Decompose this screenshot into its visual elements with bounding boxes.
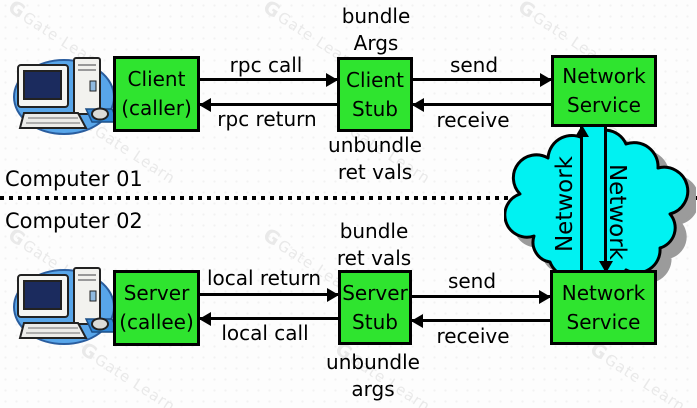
rpc-return-arrow: [199, 98, 337, 112]
server-stub-line1: Server: [342, 280, 408, 305]
local-call-arrow: [199, 312, 338, 326]
receive-label-bottom: receive: [436, 324, 510, 348]
network-channel: [580, 127, 607, 270]
server-stub-line2: Stub: [352, 309, 398, 334]
client-box: Client (caller): [113, 56, 200, 132]
unbundle-retvals-line1: unbundle: [328, 133, 422, 157]
network-service-top-line1: Network: [562, 64, 646, 88]
unbundle-args-label: unbundle args: [313, 349, 433, 403]
client-stub-box: Client Stub: [337, 57, 413, 132]
client-stub-line1: Client: [346, 67, 404, 92]
rpc-return-label: rpc return: [217, 107, 317, 131]
receive-label-top: receive: [436, 108, 510, 132]
watermark-text: GGate Learn: [586, 338, 689, 408]
bundle-retvals-line2: ret vals: [336, 246, 412, 270]
local-return-arrow: [200, 288, 339, 302]
network-service-bottom-line2: Service: [566, 309, 641, 334]
local-call-label: local call: [221, 321, 309, 345]
computer1-label: Computer 01: [5, 167, 143, 191]
computer-boundary-divider: [0, 196, 697, 200]
network-service-bottom-line1: Network: [561, 280, 646, 305]
bundle-retvals-line1: bundle: [339, 219, 409, 243]
computer-icon: [13, 57, 118, 135]
send-label-top: send: [449, 53, 499, 77]
client-box-line1: Client: [127, 67, 186, 91]
network-service-top-line2: Service: [567, 93, 641, 117]
server-box: Server (callee): [113, 270, 200, 346]
downlink-arrow: [599, 126, 613, 273]
server-box-line2: (callee): [119, 310, 194, 334]
send-arrow-bottom: [412, 290, 551, 304]
receive-arrow-bottom: [411, 314, 550, 328]
bundle-args-line1: bundle: [341, 4, 411, 28]
server-stub-box: Server Stub: [338, 270, 412, 345]
bundle-args-label: bundle Args: [316, 3, 436, 57]
client-stub-line2: Stub: [352, 96, 398, 121]
rpc-call-arrow: [200, 73, 338, 87]
computer2-label: Computer 02: [5, 209, 143, 233]
local-return-label: local return: [206, 266, 322, 290]
unbundle-retvals-label: unbundle ret vals: [315, 132, 435, 186]
client-box-line2: (caller): [121, 96, 192, 120]
receive-arrow-top: [412, 98, 551, 112]
server-box-line1: Server: [123, 281, 190, 305]
unbundle-args-line1: unbundle: [326, 350, 420, 374]
computer-icon: [13, 267, 118, 345]
network-service-box-top: Network Service: [551, 55, 657, 127]
rpc-call-label: rpc call: [229, 53, 303, 77]
network-service-box-bottom: Network Service: [550, 270, 657, 345]
unbundle-args-line2: args: [351, 377, 395, 401]
uplink-arrow: [575, 125, 589, 270]
bundle-args-line2: Args: [353, 31, 399, 55]
send-label-bottom: send: [447, 269, 497, 293]
unbundle-retvals-line2: ret vals: [337, 160, 413, 184]
bundle-retvals-label: bundle ret vals: [314, 218, 434, 272]
send-arrow-top: [413, 73, 552, 87]
